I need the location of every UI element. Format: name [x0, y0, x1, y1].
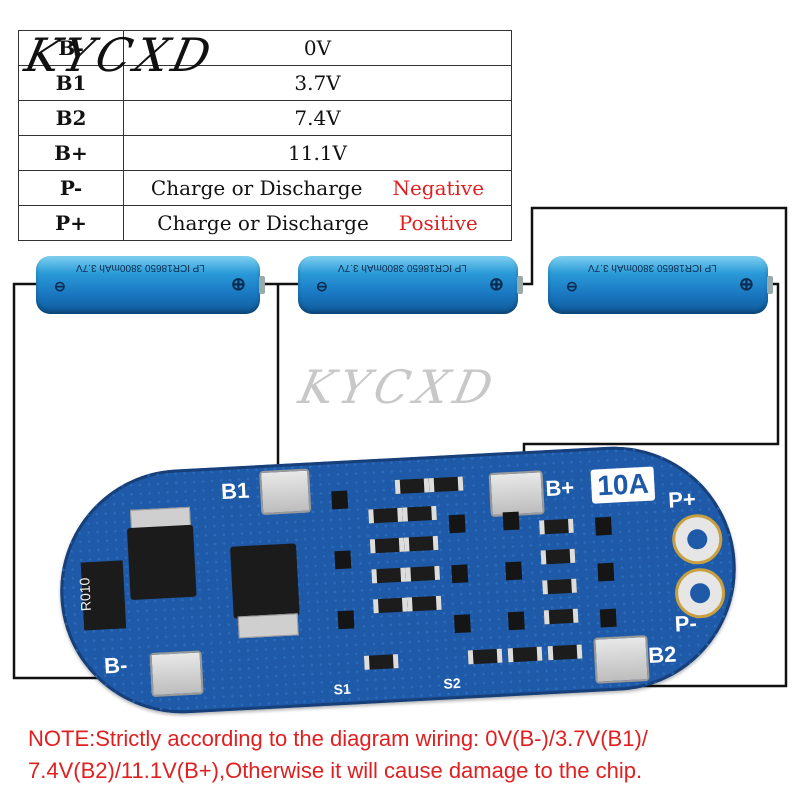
transistor-chip — [448, 514, 466, 534]
resistor-label: R010 — [76, 577, 94, 612]
transistor-chip — [334, 550, 352, 570]
plus-icon: ⊕ — [488, 274, 504, 294]
label-b-plus: B+ — [544, 474, 575, 502]
smd-component — [371, 567, 407, 584]
minus-icon: ⊖ — [316, 278, 328, 294]
smd-component — [540, 548, 576, 565]
hole-center — [686, 528, 708, 550]
battery-cell-2: LP ICR18650 3800mAh 3.7V ⊖ ⊕ — [298, 256, 523, 314]
smd-component — [539, 518, 574, 535]
smd-component — [405, 565, 441, 582]
transistor-chip — [595, 516, 612, 536]
value-cell: Charge or Discharge Positive — [123, 205, 512, 241]
plus-icon: ⊕ — [738, 274, 754, 294]
battery-label: LP ICR18650 3800mAh 3.7V — [76, 262, 205, 273]
pad-b-plus — [488, 470, 545, 518]
value-cell: 0V — [123, 30, 512, 66]
table-row: B- 0V — [18, 30, 512, 66]
pad-b2 — [593, 635, 650, 684]
battery-terminal — [517, 276, 523, 294]
polarity-text: Positive — [398, 211, 478, 235]
value-text: Charge or Discharge — [157, 211, 369, 235]
value-cell: 7.4V — [123, 100, 512, 136]
label-s2: S2 — [443, 674, 462, 692]
wiring-note-line-2: 7.4V(B2)/11.1V(B+),Otherwise it will cau… — [28, 758, 643, 783]
watermark-logo: KYCXD — [294, 360, 504, 414]
battery-label: LP ICR18650 3800mAh 3.7V — [338, 262, 467, 273]
current-rating-badge: 10A — [590, 466, 656, 504]
transistor-chip — [597, 562, 615, 582]
smd-component — [428, 476, 464, 493]
smd-component — [368, 507, 403, 524]
smd-component — [402, 505, 437, 522]
smd-component — [394, 478, 430, 495]
pin-voltage-table: B- 0V B1 3.7V B2 7.4V B+ 11.1V P- Charge… — [18, 30, 512, 241]
wire-b2 — [520, 206, 788, 688]
label-b1: B1 — [220, 477, 250, 505]
table-row: P+ Charge or Discharge Positive — [18, 205, 512, 241]
transistor-chip — [599, 608, 617, 628]
pin-cell: B- — [18, 30, 124, 66]
pad-b1 — [259, 468, 312, 516]
bms-protection-board: B1 B+ 10A P+ P- B- B2 S1 S2 R010 — [54, 440, 742, 720]
label-s1: S1 — [333, 680, 352, 698]
label-b-minus: B- — [103, 652, 128, 679]
mosfet-chip — [230, 543, 300, 619]
wiring-note-line-1: NOTE:Strictly according to the diagram w… — [28, 726, 648, 751]
hole-center — [689, 582, 711, 604]
smd-component — [507, 646, 543, 663]
plus-icon: ⊕ — [230, 274, 246, 294]
minus-icon: ⊖ — [566, 278, 578, 294]
transistor-chip — [331, 490, 349, 510]
transistor-chip — [337, 610, 355, 630]
polarity-text: Negative — [392, 176, 485, 200]
smd-component — [543, 608, 579, 625]
smd-component — [369, 537, 405, 554]
label-p-plus: P+ — [667, 486, 697, 513]
value-text: 7.4V — [294, 106, 341, 130]
battery-terminal — [767, 276, 773, 294]
table-row: B2 7.4V — [18, 100, 512, 136]
smd-component — [547, 644, 583, 661]
smd-component — [403, 535, 439, 552]
battery-cell-1: LP ICR18650 3800mAh 3.7V ⊖ ⊕ — [36, 256, 265, 314]
value-cell: Charge or Discharge Negative — [123, 170, 512, 206]
pin-cell: P+ — [18, 205, 124, 241]
transistor-chip — [507, 611, 525, 631]
transistor-chip — [505, 561, 523, 581]
minus-icon: ⊖ — [54, 278, 66, 294]
battery-label: LP ICR18650 3800mAh 3.7V — [588, 262, 717, 273]
smd-component — [363, 654, 399, 670]
transistor-chip — [451, 564, 469, 584]
pad-b-minus — [149, 650, 204, 698]
battery-cell-3: LP ICR18650 3800mAh 3.7V ⊖ ⊕ — [548, 256, 773, 314]
value-text: Charge or Discharge — [150, 176, 363, 200]
mosfet-chip — [126, 524, 197, 601]
smd-component — [372, 597, 408, 614]
pin-cell: B1 — [18, 65, 124, 101]
mosfet-tab — [237, 613, 299, 639]
transistor-chip — [453, 614, 471, 634]
smd-component — [542, 578, 577, 595]
value-text: 0V — [303, 36, 332, 60]
smd-component — [406, 595, 442, 612]
shunt-resistor: R010 — [76, 560, 127, 631]
smd-component — [467, 648, 503, 665]
value-text: 11.1V — [288, 141, 347, 165]
battery-terminal — [259, 276, 265, 294]
value-text: 3.7V — [294, 71, 341, 95]
transistor-chip — [502, 511, 520, 531]
label-b2: B2 — [647, 641, 678, 668]
